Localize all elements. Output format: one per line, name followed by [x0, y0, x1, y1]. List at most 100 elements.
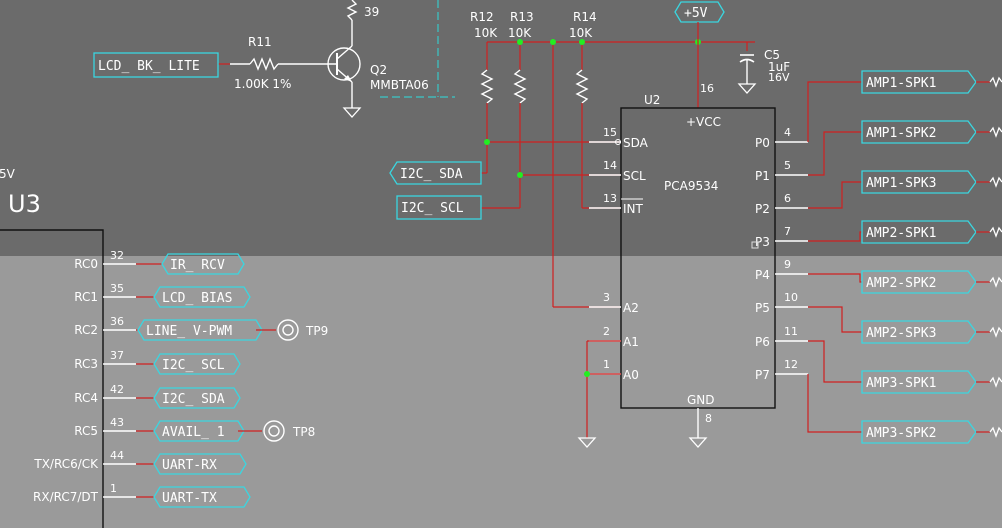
amp-wire	[808, 181, 862, 209]
address-ground-symbol	[577, 437, 597, 448]
amp-output-labels: AMP1-SPK1AMP1-SPK2AMP1-SPK3AMP2-SPK1AMP2…	[807, 70, 1002, 444]
u3-pin-name: RC4	[74, 391, 98, 405]
u3-pin-name: RX/RC7/DT	[33, 490, 99, 504]
u3-net-label-text: AVAIL_ 1	[162, 425, 225, 440]
u3-pin-number: 44	[110, 449, 124, 462]
u3-net-label-text: UART-RX	[162, 458, 217, 473]
u3-pin-name: RC3	[74, 357, 98, 371]
amp-wire	[807, 374, 862, 433]
amp-label-box	[861, 370, 977, 394]
u3-net-label-box	[153, 486, 251, 508]
u2-pin-number: 13	[603, 192, 617, 205]
u3-net-label-text: UART-TX	[162, 491, 217, 506]
q2-pin-top: 39	[364, 5, 379, 19]
junction	[584, 371, 590, 377]
amp-label-box	[861, 170, 977, 194]
amp-label-text: AMP2-SPK2	[866, 276, 936, 291]
u2-gnd-pin: 8	[705, 412, 712, 425]
u3-pin-name: RC1	[74, 290, 98, 304]
q2-ground-symbol	[342, 107, 362, 118]
r12-value: 10K	[474, 26, 498, 40]
u2-vcc-pin: 16	[700, 82, 714, 95]
c5-voltage: 16V	[768, 71, 790, 84]
tp9-label: TP9	[305, 324, 328, 338]
amp-label-text: AMP1-SPK3	[866, 176, 936, 191]
amp-resistor-fragment	[989, 276, 1002, 288]
testpoint-tp9: TP9	[256, 319, 328, 341]
u3-net-label-text: LCD_ BIAS	[162, 291, 232, 306]
cursor-marker	[751, 241, 759, 249]
r14-ref: R14	[573, 10, 597, 24]
u2-pin-number: 12	[784, 358, 798, 371]
address-ground	[577, 340, 621, 448]
u2-pin-name: P3	[755, 235, 770, 249]
amp-wire	[808, 273, 862, 283]
amp-label-box	[861, 320, 977, 344]
u3-net-label-box	[153, 286, 251, 308]
u3-net-label-box	[153, 453, 247, 475]
r13-ref: R13	[510, 10, 534, 24]
u2-vcc: +VCC	[686, 115, 721, 129]
u2-pin-name: A2	[623, 301, 639, 315]
u2-pin-number: 6	[784, 192, 791, 205]
u3-net-label-box	[161, 253, 245, 275]
u2-pin-name: P6	[755, 335, 770, 349]
u2-pin-name: P0	[755, 136, 770, 150]
c5-ref: C5	[764, 48, 780, 62]
u2-pin-number: 9	[784, 258, 791, 271]
net-label-lcd-bk-lite: LCD_ BK_ LITE	[93, 52, 219, 78]
u2-pin-name: A0	[623, 368, 639, 382]
u2-pin-number: 7	[784, 225, 791, 238]
junction	[517, 172, 523, 178]
amp-label-text: AMP3-SPK1	[866, 376, 936, 391]
u3-ref: U3	[8, 190, 41, 218]
junction	[484, 139, 490, 145]
u2-ground-symbol	[688, 437, 708, 448]
u3-pin-name: RC5	[74, 424, 98, 438]
amp-label-text: AMP3-SPK2	[866, 426, 936, 441]
junction	[550, 39, 556, 45]
u2-pin-number: 2	[603, 325, 610, 338]
u2-gnd: GND	[687, 393, 715, 407]
amp-label-box	[861, 220, 977, 244]
lower-background	[0, 256, 1002, 528]
u2-pin-name: P7	[755, 368, 770, 382]
u3-net-label-text: I2C_ SCL	[162, 358, 225, 373]
u2-pin-name: P5	[755, 301, 770, 315]
u3-net-label-text: I2C_ SDA	[162, 392, 225, 407]
u3-net-label-text: LINE_ V-PWM	[146, 324, 232, 339]
upper-background	[0, 0, 1002, 256]
u3-pin-number: 32	[110, 249, 124, 262]
r11-ref: R11	[248, 35, 272, 49]
amp-label-text: AMP1-SPK2	[866, 126, 936, 141]
u2-pin-number: 1	[603, 358, 610, 371]
r14-value: 10K	[569, 26, 593, 40]
power-5v: +5V	[674, 1, 725, 108]
amp-wire	[808, 306, 862, 333]
net-label-i2c-sda: I2C_ SDA	[389, 161, 482, 185]
amp-label-text: AMP1-SPK1	[866, 76, 936, 91]
u2-pin-name: SDA	[623, 136, 649, 150]
net-label-i2c-sda-text: I2C_ SDA	[400, 167, 463, 182]
u3-net-label-box	[153, 353, 241, 375]
u3-pin-number: 36	[110, 315, 124, 328]
amp-resistor-fragment	[989, 126, 1002, 138]
net-label-i2c-scl: I2C_ SCL	[396, 195, 482, 220]
tp8-label: TP8	[292, 425, 315, 439]
amp-wire	[807, 81, 862, 142]
transistor-q2: 39 Q2 MMBTA06	[297, 0, 429, 118]
amp-wire	[808, 340, 862, 383]
amp-label-box	[861, 270, 977, 294]
testpoint-tp8: TP8	[238, 420, 315, 442]
u2-pin-number: 5	[784, 159, 791, 172]
c5-value: 1uF	[768, 60, 790, 74]
q2-ref: Q2	[370, 63, 387, 77]
u2-pin-name: A1	[623, 335, 639, 349]
u3-pin-name: RC0	[74, 257, 98, 271]
u2-part: PCA9534	[664, 179, 718, 193]
junction	[579, 39, 585, 45]
amp-resistor-fragment	[989, 426, 1002, 438]
